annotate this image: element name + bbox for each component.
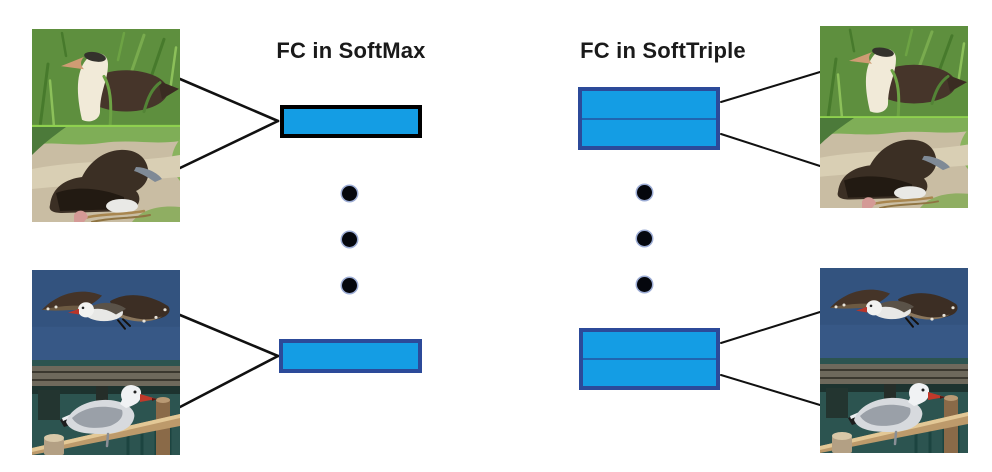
softmax-fc-rect-bottom [279,339,422,373]
ellipsis-dot [342,186,357,201]
gull-standing-photo [820,358,968,453]
gull-flying-photo [32,270,180,360]
connector-softmax-bottom-lower [178,354,280,409]
softtriple-center-row [582,117,716,147]
connector-softmax-top-lower [178,119,280,170]
ellipsis-dots-right [637,185,652,292]
ellipsis-dot [342,232,357,247]
connector-softtriple-top-lower [720,133,821,167]
connector-softtriple-bottom-lower [720,374,821,406]
ellipsis-dots-left [342,186,357,293]
connector-softmax-top-upper [178,77,280,123]
gull-standing-photo [32,360,180,455]
albatross-adult-photo [32,29,180,127]
connector-softtriple-top-upper [720,71,821,103]
gull-flying-photo [820,268,968,358]
albatross-adult-photo [820,26,968,118]
softmax-fc-rect-top [280,105,422,138]
ellipsis-dot [637,185,652,200]
softtriple-center-row [582,91,716,118]
ellipsis-dot [637,277,652,292]
softtriple-fc-rect-bottom [579,328,720,390]
softmax-panel-title: FC in SoftMax [276,38,426,63]
albatross-chick-photo [820,118,968,208]
albatross-chick-photo [32,127,180,222]
ellipsis-dot [637,231,652,246]
softtriple-panel-title: FC in SoftTriple [580,38,746,63]
connector-softmax-bottom-upper [178,313,280,358]
softtriple-center-row [583,332,716,358]
ellipsis-dot [342,278,357,293]
softtriple-center-row [583,358,716,386]
connector-softtriple-bottom-upper [720,311,821,344]
softtriple-fc-rect-top [578,87,720,150]
